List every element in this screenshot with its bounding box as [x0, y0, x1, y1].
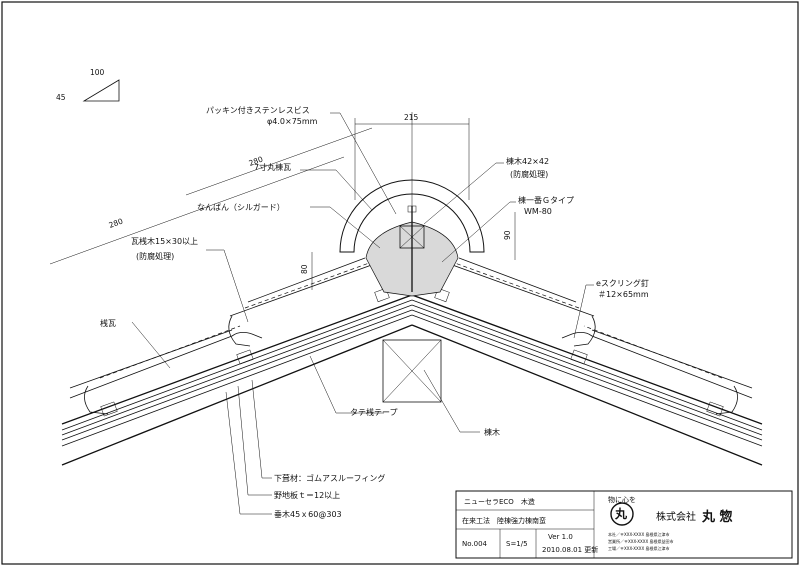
dim-slope-lower: 280: [108, 216, 125, 229]
label-sheathing: 野地板ｔ＝12以上: [274, 490, 340, 500]
roof-section: [61, 179, 763, 466]
dim-height-left: 80: [300, 264, 309, 274]
label-batten: 瓦桟木15×30以上: [131, 236, 198, 246]
label-ridge-bracket-model: WM-80: [524, 207, 552, 216]
title-version: Ver 1.0: [548, 533, 573, 541]
company-tagline: 物に心を: [608, 495, 636, 504]
company-logo: [610, 502, 634, 526]
leader-lines: [131, 112, 594, 515]
label-tape: タテ桟テープ: [350, 407, 398, 417]
ridge-round-tile: [339, 179, 485, 253]
label-underlay: 下葺材：ゴムアスルーフィング: [274, 473, 385, 483]
right-tiles: [434, 257, 753, 417]
title-number: No.004: [462, 540, 488, 548]
label-ridge-beam: 棟木: [484, 427, 500, 437]
company-logo-char: 丸: [614, 506, 628, 521]
title-product: ニューセラECO 木造: [464, 497, 535, 506]
label-rafter: 垂木45ｘ60@303: [274, 509, 342, 519]
left-roof-layers: [61, 294, 763, 466]
label-ridge-tile: 7寸丸棟瓦: [254, 162, 291, 172]
title-block: ニューセラECO 木造 在来工法 陸棟強力棟南蛮 No.004 S=1/5 Ve…: [455, 490, 793, 559]
label-batten-note: (防腐処理): [136, 251, 174, 261]
slope-run-label: 100: [90, 68, 105, 77]
label-ridge-bracket: 棟一番Ｇタイプ: [518, 195, 574, 205]
slope-indicator: 100 45: [56, 68, 120, 102]
company-name: 丸 惣: [701, 509, 733, 525]
dimension-lines: 215 280 280 80 90: [49, 112, 516, 290]
left-tiles: [69, 257, 390, 417]
label-nail-size: ＃12×65mm: [598, 290, 649, 299]
company-address-1: 本社／〒XXX-XXXX 島根県江津市: [608, 531, 670, 537]
label-tile: 桟瓦: [100, 318, 116, 328]
title-date: 2010.08.01 更新: [542, 545, 598, 554]
title-method: 在来工法 陸棟強力棟南蛮: [462, 516, 546, 525]
company-address-2: 営業所／〒XXX-XXXX 島根県益田市: [608, 538, 674, 544]
label-screw-size: φ4.0×75mm: [267, 117, 318, 126]
dim-height-right: 90: [503, 230, 512, 240]
ridge-beam: [382, 339, 442, 403]
company-prefix: 株式会社: [656, 510, 696, 523]
label-nanban: なんばん（シルガード）: [197, 202, 285, 212]
label-screw: パッキン付きステンレスビス: [206, 105, 310, 115]
annotation-labels: パッキン付きステンレスビス φ4.0×75mm 7寸丸棟瓦 なんばん（シルガード…: [100, 105, 649, 519]
company-address-3: 工場／〒XXX-XXXX 島根県江津市: [608, 545, 670, 551]
label-ridge-lumber-small-note: (防腐処理): [510, 169, 548, 179]
label-nail: eスクリング釘: [596, 278, 649, 288]
title-scale: S=1/5: [506, 540, 528, 548]
slope-rise-label: 45: [56, 93, 66, 102]
label-ridge-lumber-small: 棟木42×42: [506, 156, 549, 166]
dim-width-top: 215: [404, 113, 419, 122]
